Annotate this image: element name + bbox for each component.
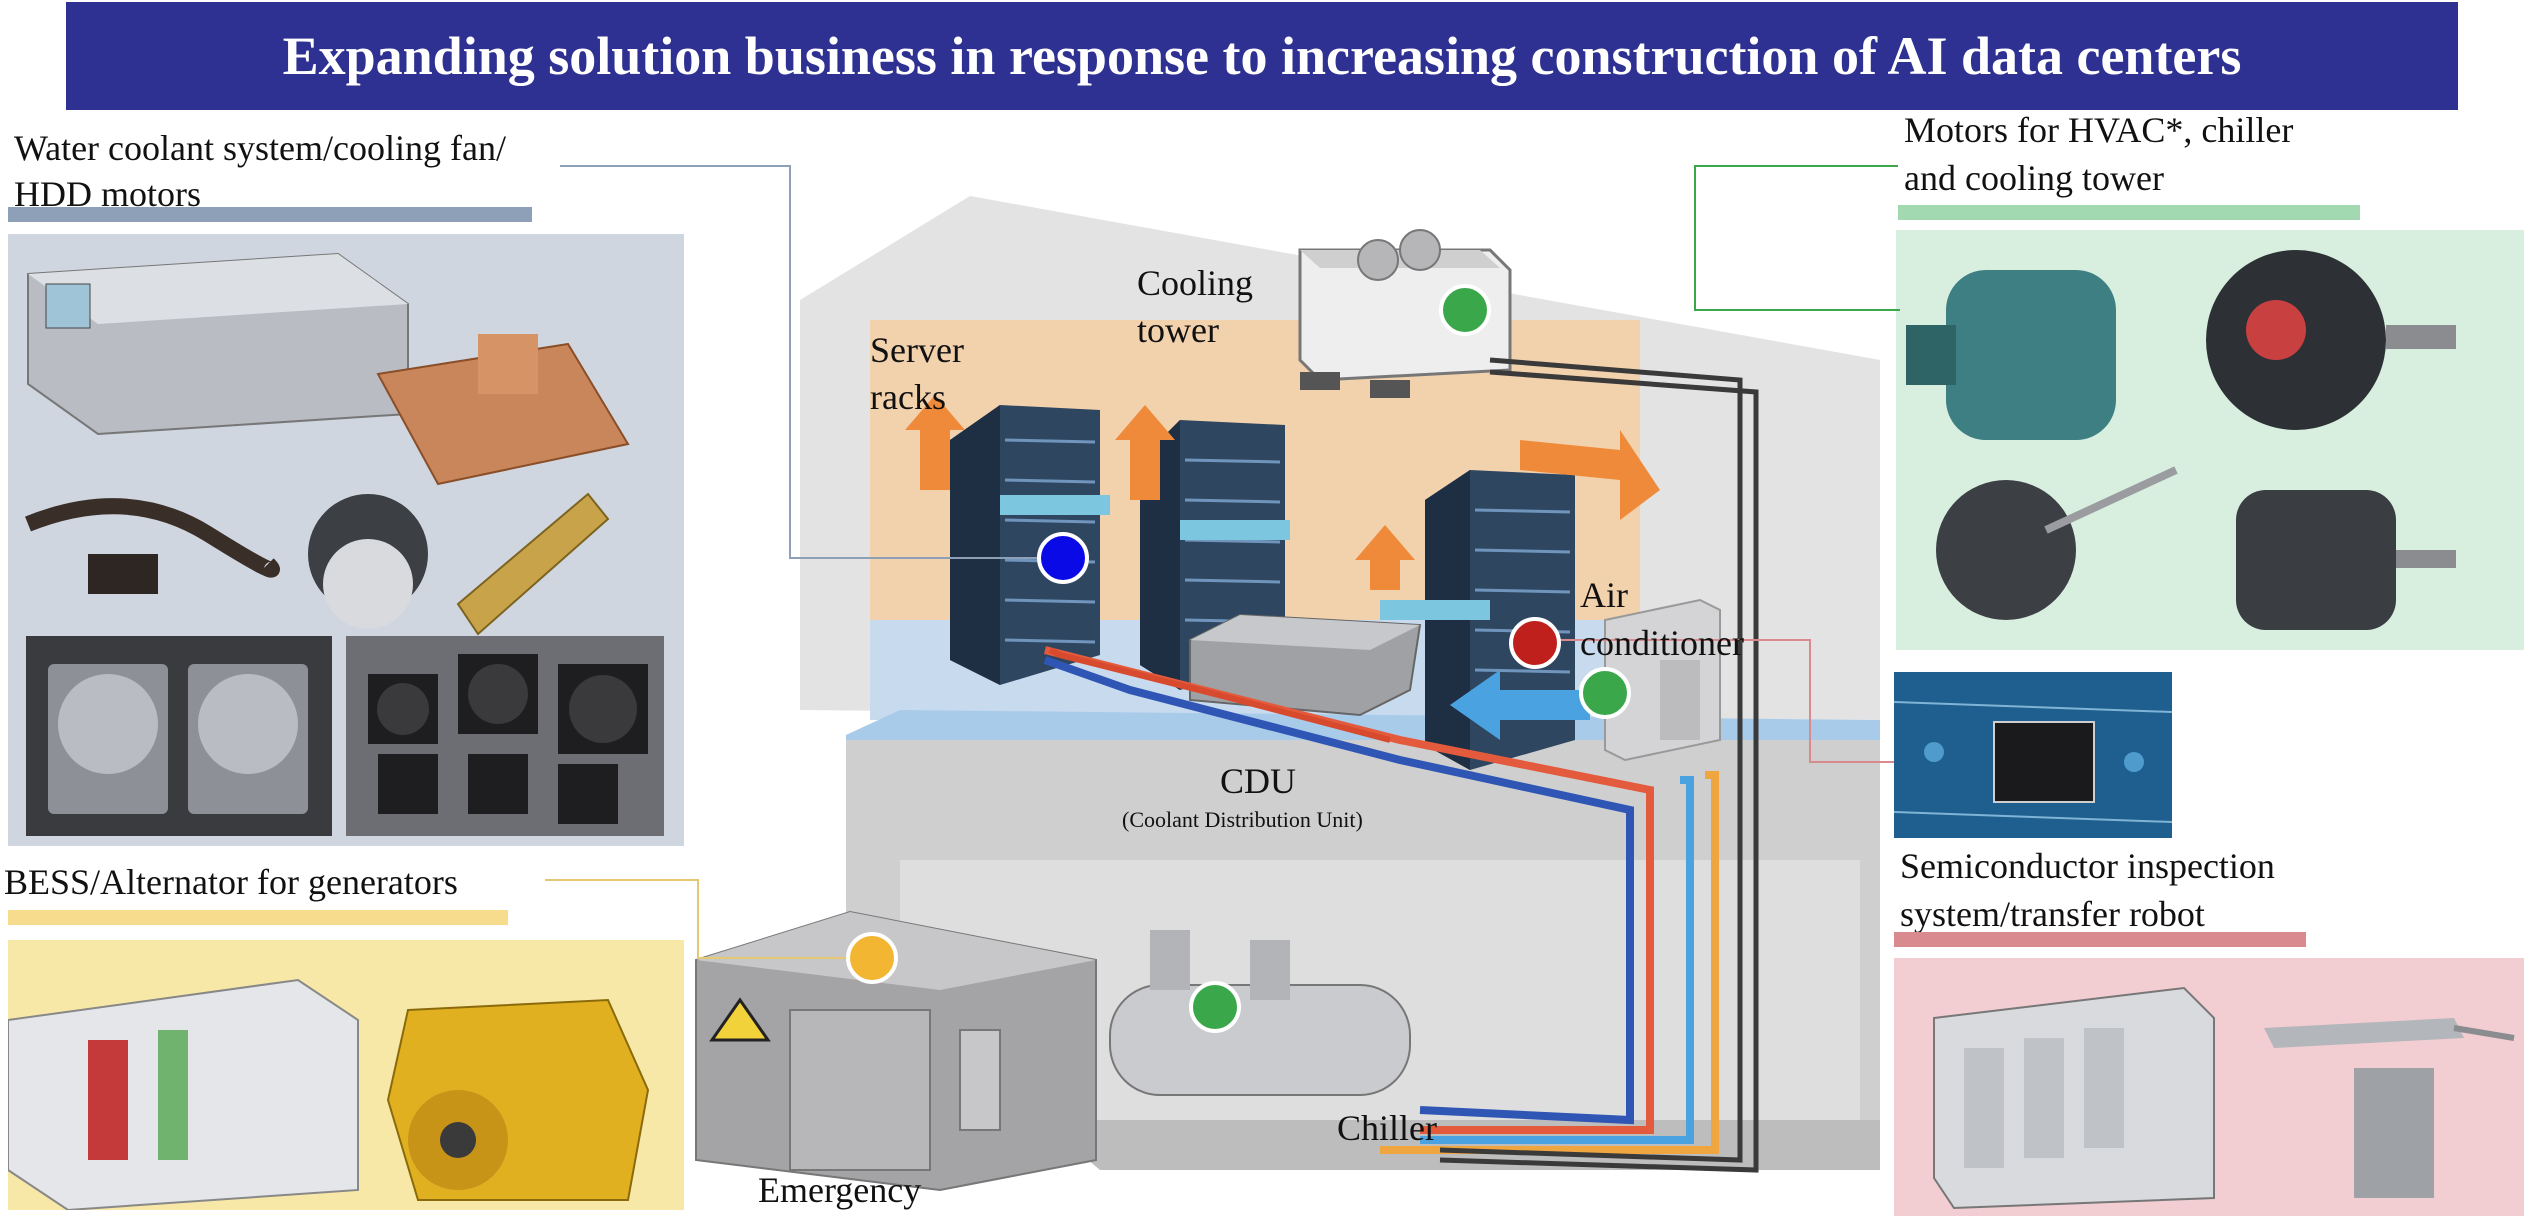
- chiller-label: Chiller: [1337, 1108, 1437, 1148]
- semiconductor-label-line2: system/transfer robot: [1900, 894, 2205, 934]
- marker-green-cooling-tower: [1439, 284, 1491, 336]
- marker-green-chiller: [1189, 981, 1241, 1033]
- cdu-label: CDU: [1220, 761, 1296, 801]
- bess-label: BESS/Alternator for generators: [4, 862, 458, 902]
- marker-yellow: [846, 932, 898, 984]
- coolant-pipes: [1043, 357, 1759, 1173]
- water-coolant-products-photo: [8, 234, 684, 846]
- title-banner: Expanding solution business in response …: [66, 2, 2458, 110]
- server-rack-1: [950, 405, 1100, 685]
- airflow-arrows: [905, 395, 1660, 740]
- bess-bar: [8, 910, 508, 925]
- server-racks-label-line2: racks: [870, 377, 946, 417]
- transfer-robot-photo: [1894, 958, 2524, 1216]
- marker-blue: [1037, 532, 1089, 584]
- motors-bar: [1898, 205, 2360, 220]
- cooling-tower: [1298, 229, 1512, 398]
- cooling-tower-label-line2: tower: [1137, 310, 1219, 350]
- marker-green-air-conditioner: [1579, 667, 1631, 719]
- motors-label-line1: Motors for HVAC*, chiller: [1904, 110, 2294, 150]
- motors-label-line2: and cooling tower: [1904, 158, 2164, 198]
- cdu-unit: [1189, 613, 1422, 717]
- cdu-full-name-label: (Coolant Distribution Unit): [1122, 807, 1363, 832]
- page-title: Expanding solution business in response …: [282, 26, 2242, 86]
- air-conditioner-label-line2: conditioner: [1580, 623, 1744, 663]
- semiconductor-bar: [1894, 932, 2306, 947]
- water-coolant-label-line1: Water coolant system/cooling fan/: [14, 128, 506, 168]
- air-conditioner-label-line1: Air: [1580, 575, 1628, 615]
- marker-red: [1509, 617, 1561, 669]
- cooling-tower-label-line1: Cooling: [1137, 263, 1253, 303]
- semiconductor-chip-photo: [1894, 672, 2172, 838]
- bess-alternator-photo: [8, 940, 684, 1210]
- callout-lines: [545, 165, 1900, 959]
- motors-photo: [1896, 230, 2524, 650]
- semiconductor-label-line1: Semiconductor inspection: [1900, 846, 2275, 886]
- water-coolant-bar: [8, 207, 532, 222]
- emergency-label: Emergency: [758, 1170, 921, 1210]
- server-racks-label-line1: Server: [870, 330, 964, 370]
